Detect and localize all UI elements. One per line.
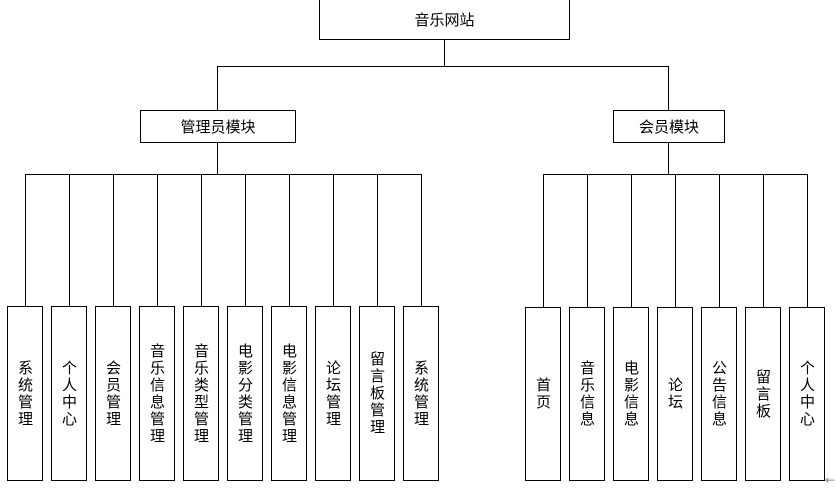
member-child-node: 首页 [525,307,561,481]
child-label: 首页 [534,377,552,411]
child-label: 电影信息管理 [280,342,298,445]
admin-child-node: 音乐信息管理 [139,306,175,481]
module-node-member: 会员模块 [613,110,725,143]
module-node-admin: 管理员模块 [140,110,296,143]
child-label: 个人中心 [60,359,78,428]
module-label: 管理员模块 [180,118,256,136]
child-label: 音乐信息管理 [148,342,166,445]
connector [587,174,588,307]
connector [668,66,669,110]
admin-child-node: 系统管理 [403,306,439,481]
root-node: 音乐网站 [319,0,570,40]
connector [763,174,764,307]
admin-child-node: 留言板管理 [359,306,395,481]
connector [217,66,669,67]
child-label: 音乐信息 [578,360,596,428]
connector [675,174,676,307]
connector [631,174,632,307]
member-child-node: 留言板 [745,307,781,481]
admin-child-node: 电影分类管理 [227,306,263,481]
child-label: 系统管理 [16,359,34,428]
arrow-left-icon: ← [824,473,835,487]
module-label: 会员模块 [638,118,699,136]
admin-child-node: 电影信息管理 [271,306,307,481]
connector [69,174,70,306]
connector [113,174,114,306]
child-label: 会员管理 [104,359,122,428]
child-label: 音乐类型管理 [192,342,210,445]
child-label: 留言板管理 [368,351,386,436]
connector [201,174,202,306]
child-label: 个人中心 [798,360,816,428]
child-label: 论坛管理 [324,359,342,428]
admin-child-node: 系统管理 [7,306,43,481]
connector [668,143,669,174]
connector [421,174,422,306]
connector [25,174,422,175]
connector [25,174,26,306]
connector [157,174,158,306]
connector [217,143,218,174]
member-child-node: 个人中心 [789,307,825,481]
connector [333,174,334,306]
admin-child-node: 个人中心 [51,306,87,481]
connector [289,174,290,306]
member-child-node: 公告信息 [701,307,737,481]
connector [377,174,378,306]
connector [719,174,720,307]
connector [217,66,218,110]
admin-child-node: 论坛管理 [315,306,351,481]
admin-child-node: 会员管理 [95,306,131,481]
admin-child-node: 音乐类型管理 [183,306,219,481]
child-label: 电影信息 [622,360,640,428]
member-child-node: 电影信息 [613,307,649,481]
child-label: 公告信息 [710,360,728,428]
member-child-node: 论坛 [657,307,693,481]
child-label: 电影分类管理 [236,342,254,445]
child-label: 留言板 [754,368,772,420]
connector [807,174,808,307]
child-label: 系统管理 [412,359,430,428]
root-label: 音乐网站 [414,10,475,29]
member-child-node: 音乐信息 [569,307,605,481]
connector [245,174,246,306]
connector [543,174,544,307]
child-label: 论坛 [666,377,684,411]
connector [444,40,445,66]
